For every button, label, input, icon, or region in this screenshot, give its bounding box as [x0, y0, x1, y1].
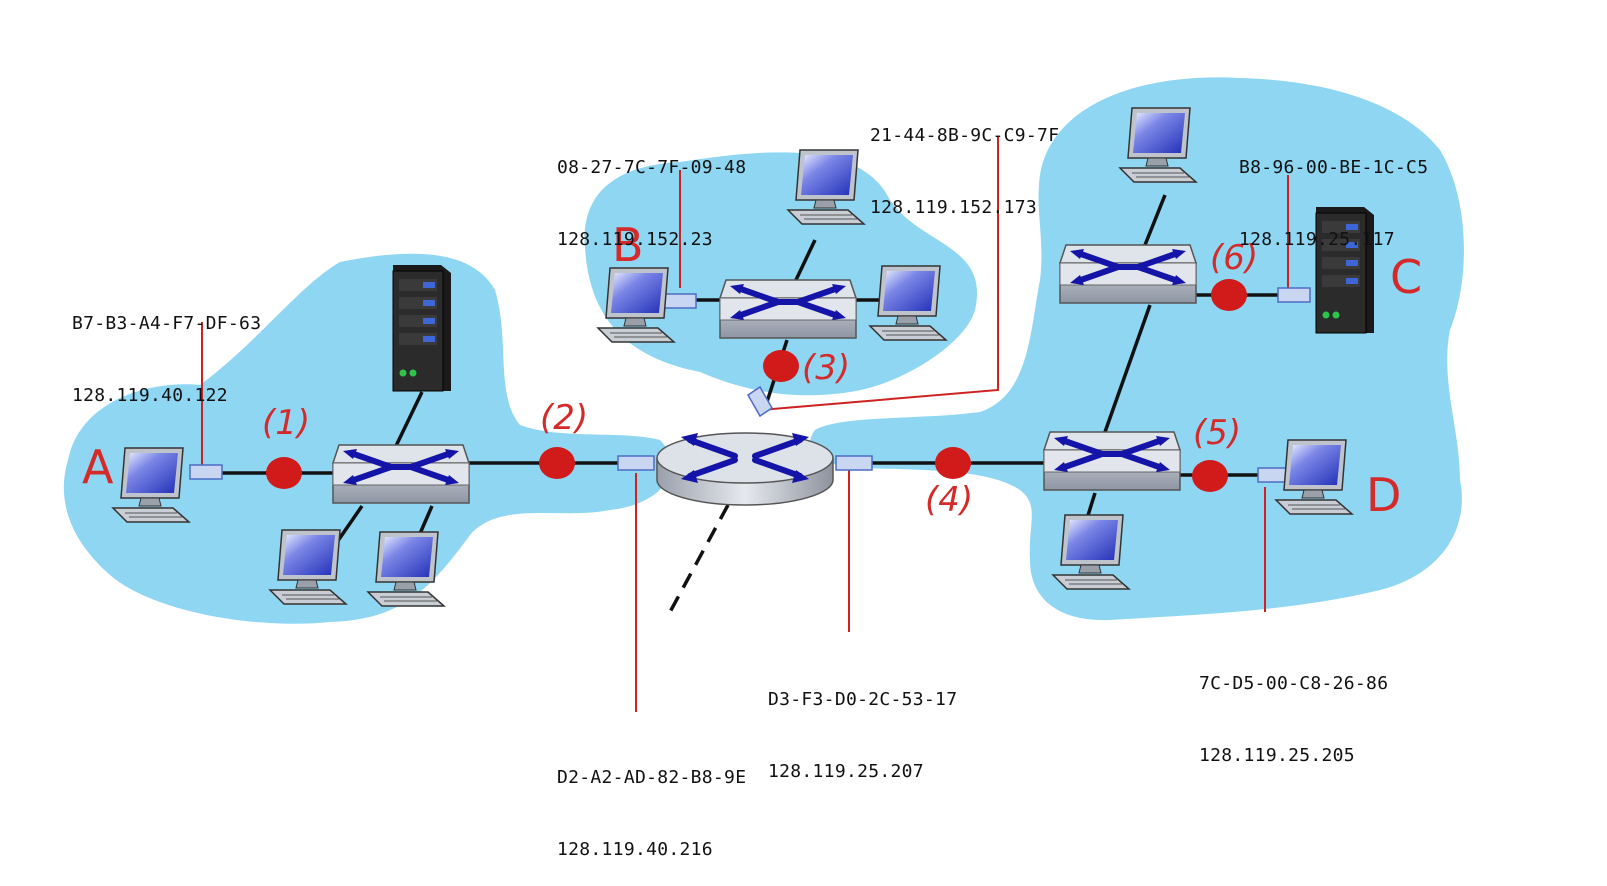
host-b-mac: 08-27-7C-7F-09-48: [557, 157, 747, 178]
host-a-mac: B7-B3-A4-F7-DF-63: [72, 313, 262, 334]
host-b-label: B: [612, 218, 644, 272]
router-cd-side-address: D3-F3-D0-2C-53-17 128.119.25.207: [768, 640, 957, 808]
point-4-label: (4): [925, 480, 974, 520]
host-b-ip: 128.119.152.23: [557, 229, 713, 250]
server-left: [392, 264, 452, 392]
router-a-side-ip: 128.119.40.216: [557, 839, 713, 860]
point-dots: [266, 279, 1247, 492]
point-2-label: (2): [540, 398, 589, 438]
switch-b: [720, 280, 856, 338]
host-c-mac: B8-96-00-BE-1C-C5: [1239, 157, 1429, 178]
host-d-ip: 128.119.25.205: [1199, 745, 1355, 766]
link-to-other-subnet: [668, 504, 730, 613]
router-cd-side-mac: D3-F3-D0-2C-53-17: [768, 689, 958, 710]
switch-d: [1044, 432, 1180, 490]
host-b-address: 08-27-7C-7F-09-48 128.119.152.23: [557, 108, 746, 276]
host-d-label: D: [1366, 468, 1402, 522]
host-a-address: B7-B3-A4-F7-DF-63 128.119.40.122: [72, 264, 261, 432]
router-b-side-mac: 21-44-8B-9C-C9-7F: [870, 125, 1060, 146]
router-b-side-address: 21-44-8B-9C-C9-7F 128.119.152.173: [870, 76, 1059, 244]
router-a-side-address: D2-A2-AD-82-B8-9E 128.119.40.216: [557, 718, 746, 886]
point-3-label: (3): [802, 348, 851, 388]
router-b-side-ip: 128.119.152.173: [870, 197, 1038, 218]
host-a-ip: 128.119.40.122: [72, 385, 228, 406]
callout-lines: [201, 137, 1289, 712]
computer-left-2: [367, 531, 445, 607]
point-1-label: (1): [262, 403, 311, 443]
host-d-mac: 7C-D5-00-C8-26-86: [1199, 673, 1389, 694]
router-a-side-mac: D2-A2-AD-82-B8-9E: [557, 767, 747, 788]
host-d-address: 7C-D5-00-C8-26-86 128.119.25.205: [1199, 624, 1388, 792]
router-icon: [656, 432, 834, 506]
switch-c: [1060, 245, 1196, 303]
point-6-label: (6): [1210, 238, 1259, 278]
network-diagram: [63, 77, 1464, 712]
host-a-label: A: [82, 440, 114, 494]
host-c-ip: 128.119.25.117: [1239, 229, 1395, 250]
point-5-label: (5): [1193, 413, 1242, 453]
router-cd-side-ip: 128.119.25.207: [768, 761, 924, 782]
host-c-address: B8-96-00-BE-1C-C5 128.119.25.117: [1239, 108, 1428, 276]
interface-ports: [189, 287, 1311, 483]
switch-left: [333, 445, 469, 503]
subnet-left-cloud: [63, 253, 672, 624]
host-c-label: C: [1390, 250, 1423, 304]
